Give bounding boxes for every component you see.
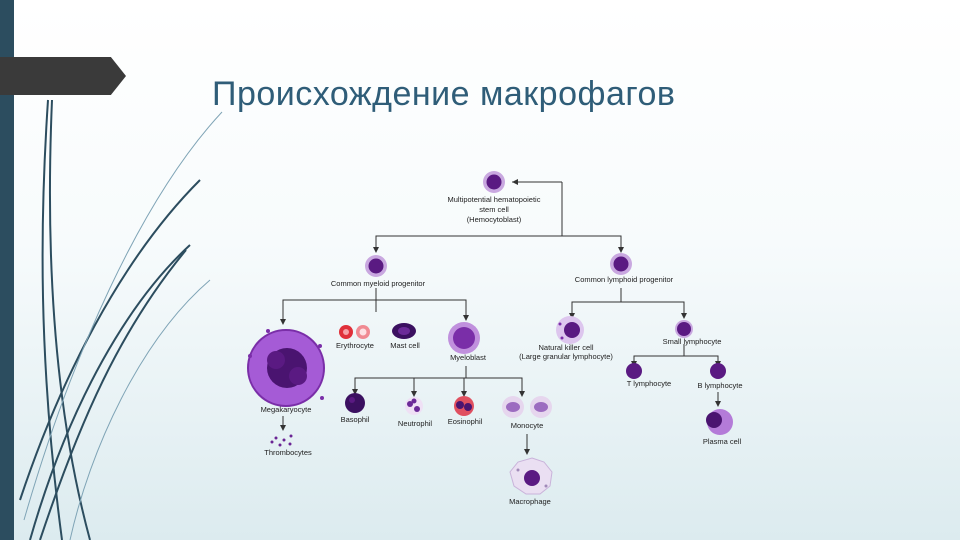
label-erythrocyte: Erythrocyte — [336, 341, 374, 350]
label-plasma-cell: Plasma cell — [703, 437, 742, 446]
nk-cell — [556, 316, 584, 344]
label-thrombocytes: Thrombocytes — [264, 448, 312, 457]
label-stem-cell-3: (Hemocytoblast) — [467, 215, 522, 224]
small-lymphocyte-cell — [675, 320, 693, 338]
monocyte-cells — [502, 396, 552, 418]
label-macrophage: Macrophage — [509, 497, 551, 506]
macrophage-cell — [509, 457, 553, 495]
label-t-lymphocyte: T lymphocyte — [627, 379, 671, 388]
t-lymphocyte-cell — [626, 363, 642, 379]
b-lymphocyte-cell — [710, 363, 726, 379]
plasma-cell — [706, 409, 733, 435]
label-myeloblast: Myeloblast — [450, 353, 487, 362]
label-basophil: Basophil — [341, 415, 370, 424]
label-nk-cell-2: (Large granular lymphocyte) — [519, 352, 613, 361]
left-sidebar-bar — [0, 0, 14, 540]
label-stem-cell-1: Multipotential hematopoietic — [448, 195, 541, 204]
stem-cell — [483, 171, 505, 193]
basophil-cell — [345, 393, 365, 413]
label-megakaryocyte: Megakaryocyte — [261, 405, 312, 414]
myeloid-progenitor-cell — [365, 255, 387, 277]
label-monocyte: Monocyte — [511, 421, 544, 430]
thrombocytes — [270, 434, 293, 447]
title-arrow-tab — [0, 57, 126, 95]
slide-title: Происхождение макрофагов — [212, 74, 676, 113]
label-lymphoid-progenitor: Common lymphoid progenitor — [575, 275, 674, 284]
megakaryocyte-cell — [247, 329, 325, 407]
label-neutrophil: Neutrophil — [398, 419, 433, 428]
label-mast-cell: Mast cell — [390, 341, 420, 350]
label-small-lymphocyte: Small lymphocyte — [663, 337, 722, 346]
mast-cell — [392, 323, 416, 339]
neutrophil-cell — [405, 397, 423, 415]
erythrocyte-cells — [339, 325, 370, 339]
lymphoid-progenitor-cell — [610, 253, 632, 275]
label-nk-cell-1: Natural killer cell — [538, 343, 593, 352]
eosinophil-cell — [454, 396, 474, 416]
label-stem-cell-2: stem cell — [479, 205, 509, 214]
label-b-lymphocyte: B lymphocyte — [697, 381, 742, 390]
label-eosinophil: Eosinophil — [448, 417, 483, 426]
myeloblast-cell — [448, 322, 480, 354]
label-myeloid-progenitor: Common myeloid progenitor — [331, 279, 426, 288]
